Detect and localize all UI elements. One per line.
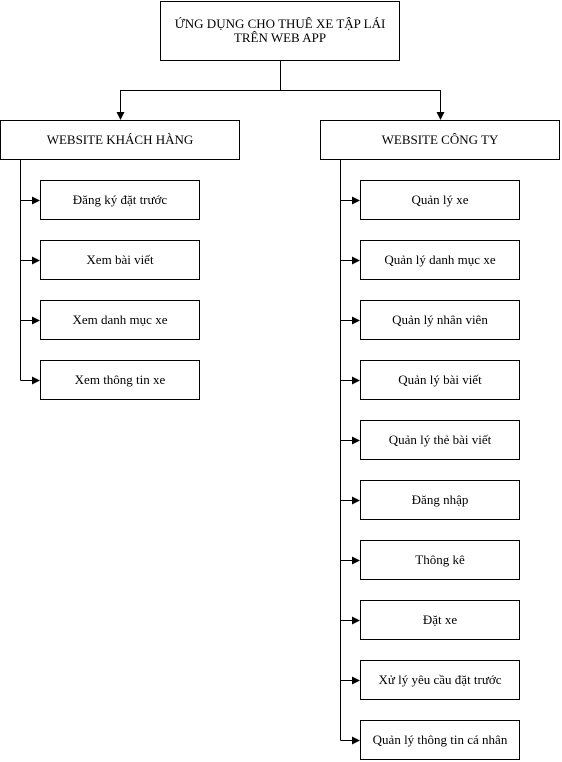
root-node: ỨNG DỤNG CHO THUÊ XE TẬP LÁI TRÊN WEB AP… xyxy=(160,1,400,61)
branch-node-company-website: WEBSITE CÔNG TY xyxy=(320,120,560,160)
leaf-node-company-4: Quản lý thẻ bài viết xyxy=(360,420,520,460)
leaf-node-customer-3: Xem thông tin xe xyxy=(40,360,200,400)
leaf-node-company-5: Đăng nhập xyxy=(360,480,520,520)
leaf-node-company-3: Quản lý bài viết xyxy=(360,360,520,400)
leaf-node-company-9: Quản lý thông tin cá nhân xyxy=(360,720,520,760)
leaf-node-company-1: Quản lý danh mục xe xyxy=(360,240,520,280)
leaf-node-customer-0: Đăng ký đặt trước xyxy=(40,180,200,220)
leaf-node-customer-2: Xem danh mục xe xyxy=(40,300,200,340)
leaf-node-company-8: Xử lý yêu cầu đặt trước xyxy=(360,660,520,700)
leaf-node-company-6: Thông kê xyxy=(360,540,520,580)
leaf-node-company-0: Quản lý xe xyxy=(360,180,520,220)
branch-node-customer-website: WEBSITE KHÁCH HÀNG xyxy=(0,120,240,160)
leaf-node-company-2: Quản lý nhân viên xyxy=(360,300,520,340)
connector-root-to-company xyxy=(280,90,445,120)
connector-root-to-customer xyxy=(116,61,281,120)
leaf-node-company-7: Đặt xe xyxy=(360,600,520,640)
leaf-node-customer-1: Xem bài viết xyxy=(40,240,200,280)
